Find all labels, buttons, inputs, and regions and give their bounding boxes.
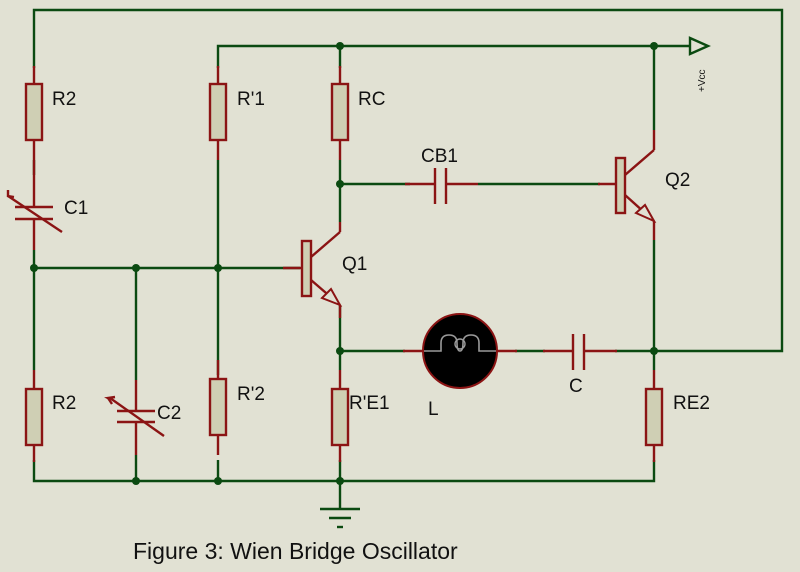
- label-r2-prime: R'2: [237, 384, 265, 405]
- feedback-wire: [32, 8, 784, 353]
- variable-capacitor-c1: C1: [6, 160, 88, 250]
- junction-dot: [132, 264, 140, 272]
- label-q1: Q1: [342, 254, 367, 275]
- resistor-r2-top: R2: [24, 66, 76, 160]
- junction-dot: [336, 347, 344, 355]
- label-re2: RE2: [673, 393, 710, 414]
- ground-rail: [32, 460, 656, 483]
- resistor-r2-prime: R'2: [208, 360, 265, 455]
- junction-dot: [650, 347, 658, 355]
- junction-dot: [30, 264, 38, 272]
- junction-dot: [214, 477, 222, 485]
- junction-dot: [336, 477, 344, 485]
- label-c: C: [569, 376, 583, 397]
- vcc-arrow-icon: [688, 36, 711, 56]
- resistor-r1-prime: R'1: [208, 66, 265, 160]
- label-q2: Q2: [665, 170, 690, 191]
- label-c2: C2: [157, 403, 181, 424]
- label-r2-top: R2: [52, 89, 76, 110]
- wires: [32, 8, 784, 510]
- resistor-r2-bottom: R2: [24, 370, 76, 462]
- junctions: [30, 42, 658, 485]
- junction-dot: [336, 42, 344, 50]
- variable-capacitor-c2: C2: [104, 380, 181, 455]
- transistor-q2: Q2: [598, 130, 690, 240]
- label-cb1: CB1: [421, 146, 458, 167]
- label-lamp: L: [428, 399, 439, 420]
- transistor-q1: Q1: [283, 222, 367, 318]
- junction-dot: [214, 264, 222, 272]
- resistor-rc: RC: [330, 66, 385, 160]
- figure-caption: Figure 3: Wien Bridge Oscillator: [133, 538, 458, 564]
- junction-dot: [132, 477, 140, 485]
- capacitor-c: C: [543, 334, 617, 397]
- resistor-re1-prime: R'E1: [330, 370, 390, 462]
- capacitor-cb1: CB1: [405, 146, 478, 204]
- lamp-filament: [424, 334, 496, 352]
- label-vcc: +Vcc: [697, 69, 708, 92]
- junction-dot: [336, 180, 344, 188]
- label-re1-prime: R'E1: [349, 393, 390, 414]
- ground-symbol: [320, 507, 360, 529]
- label-c1: C1: [64, 198, 88, 219]
- junction-dot: [650, 42, 658, 50]
- label-r1-prime: R'1: [237, 89, 265, 110]
- vcc-terminal: +Vcc: [688, 36, 711, 92]
- label-r2-bottom: R2: [52, 393, 76, 414]
- resistor-re2: RE2: [644, 370, 710, 462]
- lamp-l: L: [403, 313, 517, 420]
- vcc-rail: [216, 44, 690, 68]
- label-rc: RC: [358, 89, 385, 110]
